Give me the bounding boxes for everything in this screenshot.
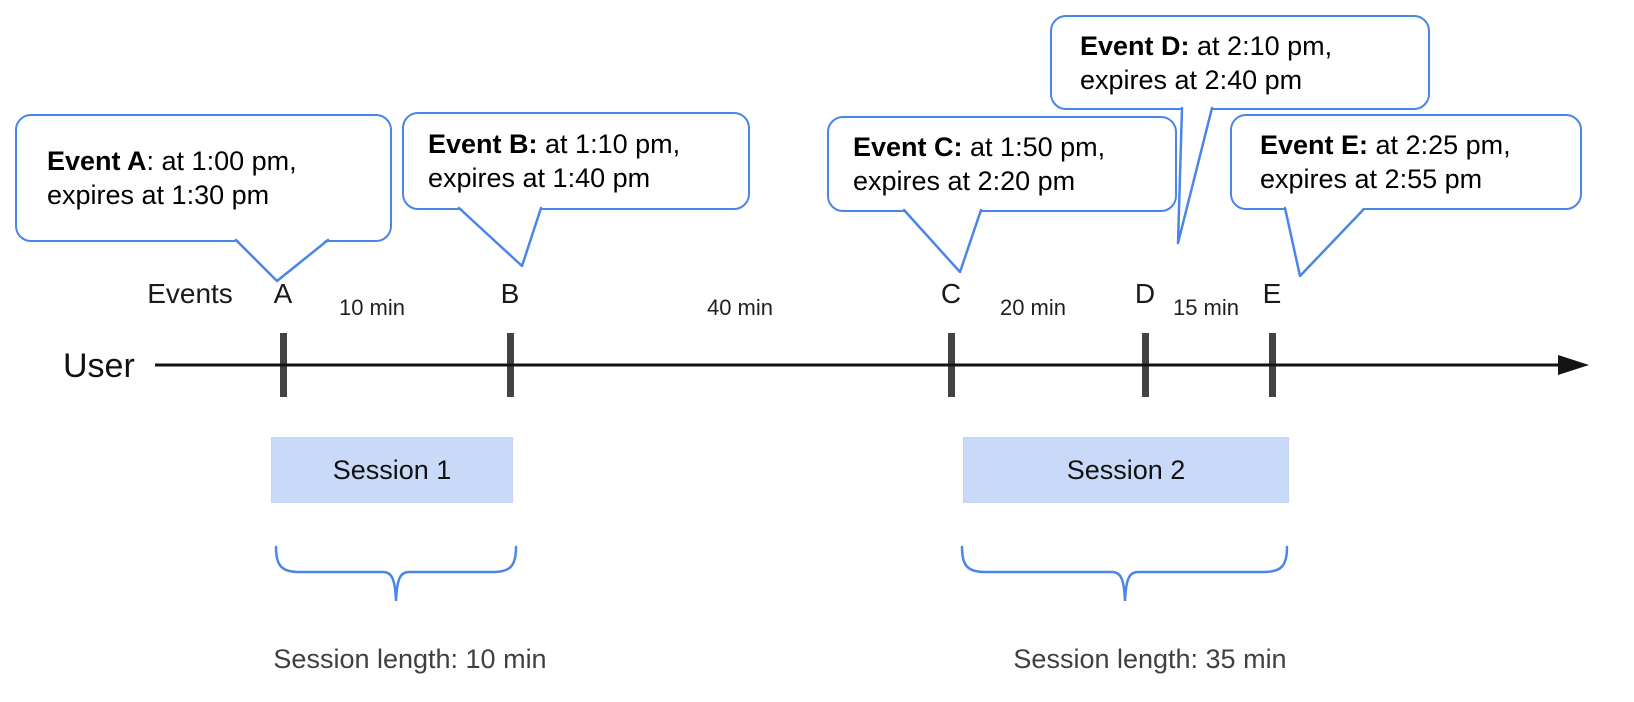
event-b-time: at 1:10 pm, bbox=[537, 129, 681, 159]
event-a-callout: Event A: at 1:00 pm, expires at 1:30 pm bbox=[15, 114, 392, 242]
event-a-title: Event A bbox=[47, 146, 147, 176]
event-c-line1: Event C: at 1:50 pm, bbox=[853, 130, 1175, 164]
interval-label-ab: 10 min bbox=[338, 295, 406, 320]
event-c-time: at 1:50 pm, bbox=[962, 132, 1106, 162]
event-e-time: at 2:25 pm, bbox=[1368, 130, 1511, 160]
event-a-time: : at 1:00 pm, bbox=[146, 146, 297, 176]
event-b-callout-tail bbox=[457, 206, 543, 268]
event-c-title: Event C: bbox=[853, 132, 963, 162]
session-2-label: Session 2 bbox=[1066, 454, 1186, 485]
event-b-line1: Event B: at 1:10 pm, bbox=[428, 127, 748, 161]
event-e-expiry: expires at 2:55 pm bbox=[1260, 164, 1483, 194]
event-d-expiry: expires at 2:40 pm bbox=[1080, 64, 1303, 95]
event-b-title: Event B: bbox=[428, 129, 538, 159]
tick-d bbox=[1142, 333, 1149, 397]
event-a-line1: Event A: at 1:00 pm, bbox=[47, 144, 390, 178]
event-e-callout: Event E: at 2:25 pm, expires at 2:55 pm bbox=[1230, 114, 1582, 210]
user-axis-label: User bbox=[63, 347, 135, 385]
tick-b bbox=[507, 333, 514, 397]
session-1-box: Session 1 bbox=[271, 437, 513, 503]
tick-label-c: C bbox=[940, 278, 962, 309]
event-d-callout: Event D: at 2:10 pm, expires at 2:40 pm bbox=[1050, 15, 1430, 110]
event-a-expiry: expires at 1:30 pm bbox=[47, 180, 270, 210]
event-d-time: at 2:10 pm, bbox=[1189, 30, 1333, 61]
tick-label-a: A bbox=[273, 278, 293, 309]
interval-label-de: 15 min bbox=[1172, 295, 1240, 320]
session-1-length-label: Session length: 10 min bbox=[273, 644, 547, 674]
event-e-line1: Event E: at 2:25 pm, bbox=[1260, 128, 1580, 162]
session-1-label: Session 1 bbox=[332, 454, 452, 485]
tick-c bbox=[948, 333, 955, 397]
session-2-brace bbox=[960, 545, 1289, 602]
event-c-callout: Event C: at 1:50 pm, expires at 2:20 pm bbox=[827, 116, 1177, 212]
interval-label-bc: 40 min bbox=[706, 295, 774, 320]
event-d-title: Event D: bbox=[1080, 30, 1190, 61]
events-axis-label: Events bbox=[147, 278, 233, 309]
event-d-callout-tail bbox=[1176, 106, 1214, 245]
tick-label-d: D bbox=[1134, 278, 1156, 309]
session-1-brace bbox=[274, 545, 518, 602]
tick-a bbox=[280, 333, 287, 397]
event-c-callout-tail bbox=[902, 208, 983, 274]
session-2-length-label: Session length: 35 min bbox=[1013, 644, 1287, 674]
event-b-expiry: expires at 1:40 pm bbox=[428, 163, 651, 193]
event-a-callout-tail bbox=[234, 238, 330, 283]
tick-e bbox=[1269, 333, 1276, 397]
event-e-callout-tail bbox=[1283, 206, 1365, 278]
session-2-box: Session 2 bbox=[963, 437, 1289, 503]
timeline-arrow bbox=[155, 355, 1589, 375]
interval-label-cd: 20 min bbox=[999, 295, 1067, 320]
tick-label-b: B bbox=[500, 278, 520, 309]
tick-label-e: E bbox=[1262, 278, 1282, 309]
event-c-expiry: expires at 2:20 pm bbox=[853, 166, 1076, 196]
event-d-line1: Event D: at 2:10 pm, bbox=[1080, 29, 1428, 63]
event-b-callout: Event B: at 1:10 pm, expires at 1:40 pm bbox=[402, 112, 750, 210]
event-e-title: Event E: bbox=[1260, 130, 1369, 160]
